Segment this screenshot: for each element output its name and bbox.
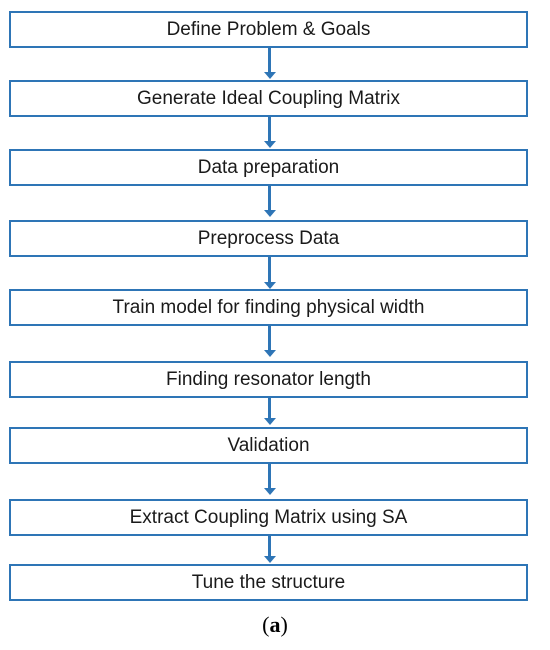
arrow-down-4 — [263, 257, 276, 289]
step-train-model: Train model for finding physical width — [9, 289, 528, 326]
step-label: Finding resonator length — [166, 368, 371, 390]
caption-open-paren: ( — [262, 612, 270, 637]
step-tune-structure: Tune the structure — [9, 564, 528, 601]
arrow-down-6 — [263, 398, 276, 425]
step-finding-resonator-length: Finding resonator length — [9, 361, 528, 398]
step-preprocess-data: Preprocess Data — [9, 220, 528, 257]
step-label: Extract Coupling Matrix using SA — [129, 506, 408, 528]
step-define-problem: Define Problem & Goals — [9, 11, 528, 48]
step-label: Data preparation — [197, 156, 340, 178]
step-label: Train model for finding physical width — [112, 296, 425, 318]
arrow-down-8 — [263, 536, 276, 563]
arrow-down-7 — [263, 464, 276, 495]
step-label: Validation — [227, 434, 310, 456]
step-validation: Validation — [9, 427, 528, 464]
caption-letter: a — [269, 612, 281, 637]
arrow-down-5 — [263, 326, 276, 357]
step-label: Generate Ideal Coupling Matrix — [137, 87, 400, 109]
arrow-down-3 — [263, 186, 276, 217]
step-label: Tune the structure — [191, 571, 346, 593]
arrow-down-1 — [263, 48, 276, 79]
arrow-down-2 — [263, 117, 276, 148]
step-extract-coupling-matrix: Extract Coupling Matrix using SA — [9, 499, 528, 536]
step-generate-ideal-coupling-matrix: Generate Ideal Coupling Matrix — [9, 80, 528, 117]
step-label: Preprocess Data — [197, 227, 340, 249]
step-label: Define Problem & Goals — [166, 18, 371, 40]
figure-caption: (a) — [0, 612, 550, 638]
step-data-preparation: Data preparation — [9, 149, 528, 186]
caption-close-paren: ) — [280, 612, 288, 637]
